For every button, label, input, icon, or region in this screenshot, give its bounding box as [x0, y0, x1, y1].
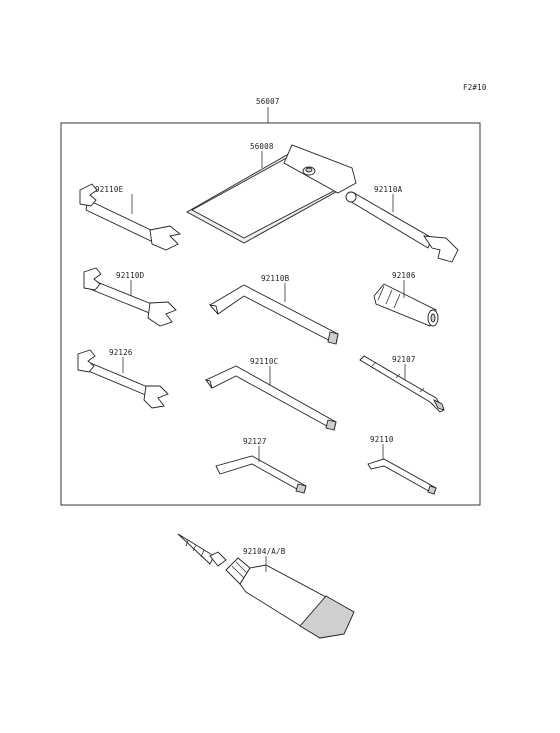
callout-92110b: 92110B — [261, 274, 290, 283]
wrench-92110e — [79, 183, 182, 251]
hex-key-92127 — [215, 455, 307, 494]
wrench-92110d — [83, 267, 177, 327]
callout-92127: 92127 — [243, 437, 267, 446]
kit-frame — [60, 122, 481, 506]
callout-92110d: 92110D — [116, 271, 145, 280]
callout-92106: 92106 — [392, 271, 416, 280]
wrench-92126 — [77, 349, 169, 409]
callout-56008: 56008 — [250, 142, 274, 151]
kit-label: 56007 — [256, 97, 280, 106]
callout-92110e: 92110E — [95, 185, 124, 194]
callout-92110c: 92110C — [250, 357, 278, 366]
hex-key-92110 — [367, 458, 437, 495]
callout-92107: 92107 — [392, 355, 416, 364]
socket-92106 — [373, 283, 439, 327]
page-code: F2#10 — [463, 83, 487, 92]
screwdriver-92107 — [359, 355, 445, 413]
callout-92104: 92104/A/B — [243, 547, 286, 556]
callout-92110a: 92110A — [374, 185, 403, 194]
grease-tube-92104 — [177, 533, 355, 639]
callout-92110: 92110 — [370, 435, 394, 444]
hex-key-92110c — [204, 365, 337, 431]
hex-key-92110b — [208, 284, 339, 345]
callout-92126: 92126 — [109, 348, 133, 357]
wrench-92110a — [345, 191, 459, 263]
tool-pouch — [186, 144, 357, 244]
